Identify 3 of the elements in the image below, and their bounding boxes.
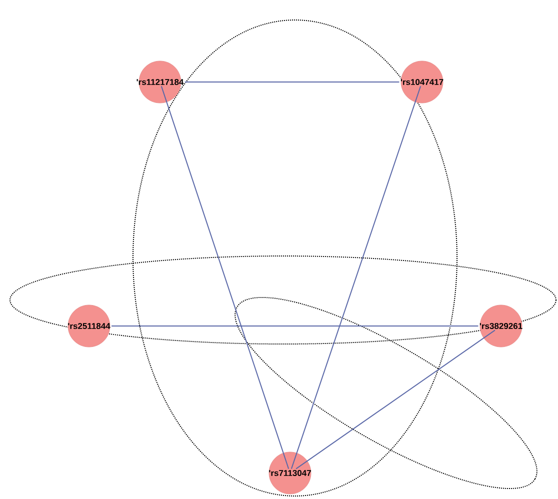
- connector-line: [296, 330, 496, 470]
- connector-line: [160, 86, 290, 470]
- connector-line: [290, 86, 422, 470]
